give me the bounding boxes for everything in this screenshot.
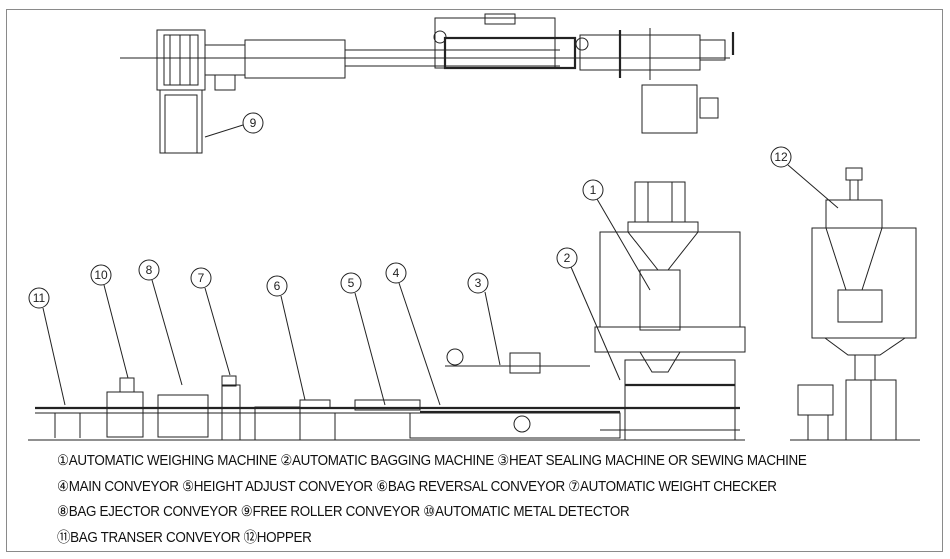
callout-10: 10: [90, 264, 112, 286]
diagram-frame: [6, 9, 943, 552]
callout-5: 5: [340, 272, 362, 294]
callout-9: 9: [242, 112, 264, 134]
legend: ①AUTOMATIC WEIGHING MACHINE ②AUTOMATIC B…: [57, 449, 872, 552]
callout-3: 3: [467, 272, 489, 294]
callout-6: 6: [266, 275, 288, 297]
callout-label: 3: [475, 276, 482, 290]
legend-line-2: ④MAIN CONVEYOR ⑤HEIGHT ADJUST CONVEYOR ⑥…: [57, 478, 777, 495]
callout-2: 2: [556, 247, 578, 269]
callout-label: 5: [348, 276, 355, 290]
weighing-machine-drawing: [594, 181, 746, 373]
legend-line-1: ①AUTOMATIC WEIGHING MACHINE ②AUTOMATIC B…: [57, 453, 807, 469]
callout-markers: 1 2 3 4 5 6 7 8 9 10 11 12: [28, 112, 792, 309]
callout-4: 4: [385, 262, 407, 284]
callout-label: 12: [774, 150, 788, 164]
legend-line-4: ⑪BAG TRANSER CONVEYOR ⑫HOPPER: [57, 530, 312, 547]
legend-line-3: ⑧BAG EJECTOR CONVEYOR ⑨FREE ROLLER CONVE…: [57, 504, 630, 521]
top-view: [120, 13, 735, 154]
callout-label: 7: [198, 271, 205, 285]
side-view: [28, 348, 745, 441]
hopper-drawing: [790, 167, 920, 441]
callout-12: 12: [770, 146, 792, 168]
callout-label: 10: [94, 268, 108, 282]
callout-label: 9: [250, 116, 257, 130]
callout-11: 11: [28, 287, 50, 309]
callout-label: 11: [33, 291, 46, 305]
callout-1: 1: [582, 179, 604, 201]
callout-label: 4: [393, 266, 400, 280]
callout-7: 7: [190, 267, 212, 289]
callout-8: 8: [138, 259, 160, 281]
callout-leaders: [42, 124, 839, 406]
callout-label: 1: [590, 183, 597, 197]
callout-label: 2: [564, 251, 571, 265]
callout-label: 8: [146, 263, 153, 277]
callout-label: 6: [274, 279, 281, 293]
